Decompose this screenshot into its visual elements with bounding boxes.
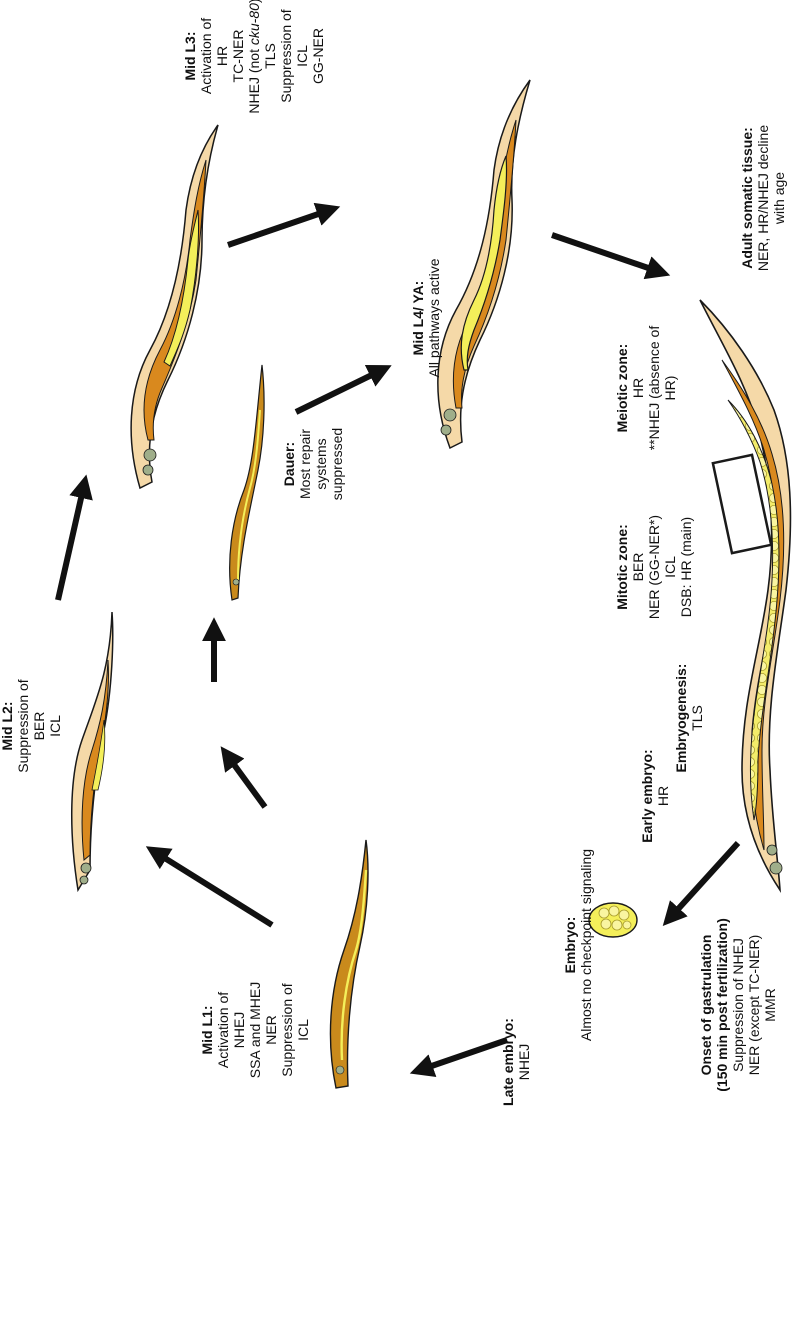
worm-mid-l4-ya bbox=[438, 80, 530, 448]
lifecycle-diagram: Mid L1: Activation of NHEJ SSA and MHEJ … bbox=[0, 0, 795, 1114]
label-mid-l2: Mid L2: Suppression of BER ICL bbox=[0, 466, 63, 986]
label-mid-l3: Mid L3: Activation of HR TC-NER NHEJ (no… bbox=[182, 0, 326, 316]
worm-mid-l2 bbox=[72, 612, 113, 890]
worm-dauer bbox=[230, 365, 264, 600]
label-mid-l1: Mid L1: Activation of NHEJ SSA and MHEJ … bbox=[199, 770, 311, 1290]
label-gastrulation: Onset of gastrulation (150 min post fert… bbox=[698, 745, 778, 1265]
label-adult-somatic-tissue: Adult somatic tissue: NER, HR/NHEJ decli… bbox=[739, 0, 787, 458]
arrow-embryo-to-l1 bbox=[420, 1040, 507, 1070]
label-late-embryo: Late embryo: NHEJ bbox=[500, 802, 532, 1322]
label-meiotic-zone: Meiotic zone: HR **NHEJ (absence of HR) bbox=[614, 128, 678, 648]
label-mid-l4-ya: Mid L4/ YA: All pathways active bbox=[410, 58, 442, 578]
label-embryo: Embryo: Almost no checkpoint signaling bbox=[562, 685, 594, 1205]
embryo-icon bbox=[589, 903, 637, 937]
worm-l1 bbox=[330, 840, 368, 1088]
